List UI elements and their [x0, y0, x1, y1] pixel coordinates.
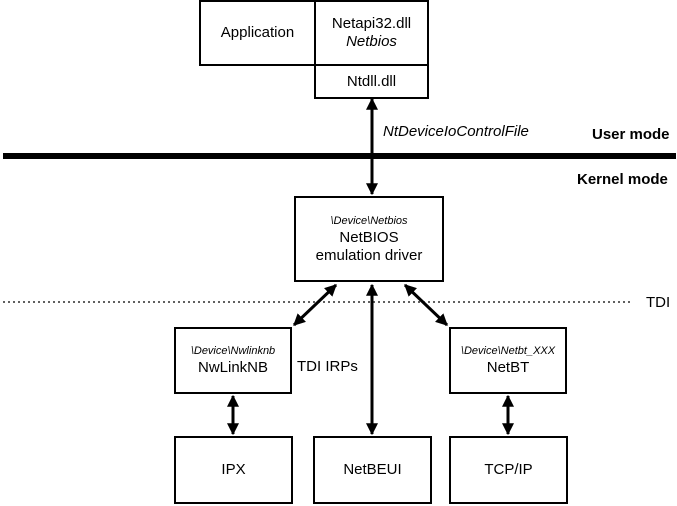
netapi-label: Netapi32.dll: [331, 15, 412, 32]
nwlink-device-label: \Device\Nwlinknb: [190, 345, 276, 357]
kernel-mode-label: Kernel mode: [577, 171, 668, 188]
netbeui-box: NetBEUI: [313, 436, 432, 504]
application-box: Application: [199, 0, 316, 66]
tcpip-box: TCP/IP: [449, 436, 568, 504]
driver-to-netbt-arrow: [403, 283, 449, 327]
ipx-label: IPX: [221, 461, 246, 478]
tdi-irps-label: TDI IRPs: [297, 358, 358, 375]
driver-to-nwlink-arrow: [292, 283, 338, 327]
nwlink-box: \Device\Nwlinknb NwLinkNB: [174, 327, 292, 394]
netbt-box: \Device\Netbt_XXX NetBT: [449, 327, 567, 394]
tcpip-label: TCP/IP: [484, 461, 533, 478]
ipx-box: IPX: [174, 436, 293, 504]
ioctl-label: NtDeviceIoControlFile: [383, 123, 529, 140]
netbios-driver-label-1: NetBIOS: [339, 228, 399, 246]
application-label: Application: [220, 24, 295, 41]
netapi-box: Netapi32.dll Netbios: [314, 0, 429, 66]
ntdll-label: Ntdll.dll: [346, 72, 397, 90]
netbios-driver-label-2: emulation driver: [315, 246, 423, 264]
netbios-lib-label: Netbios: [346, 33, 397, 50]
netbios-device-label: \Device\Netbios: [330, 214, 408, 227]
nwlink-label: NwLinkNB: [197, 359, 269, 376]
netbt-device-label: \Device\Netbt_XXX: [460, 345, 556, 357]
netbt-label: NetBT: [486, 359, 530, 376]
ntdll-box: Ntdll.dll: [314, 64, 429, 99]
netbios-driver-box: \Device\Netbios NetBIOS emulation driver: [294, 196, 444, 282]
user-mode-label: User mode: [592, 126, 670, 143]
netbeui-label: NetBEUI: [343, 461, 402, 478]
tdi-label: TDI: [646, 294, 671, 311]
